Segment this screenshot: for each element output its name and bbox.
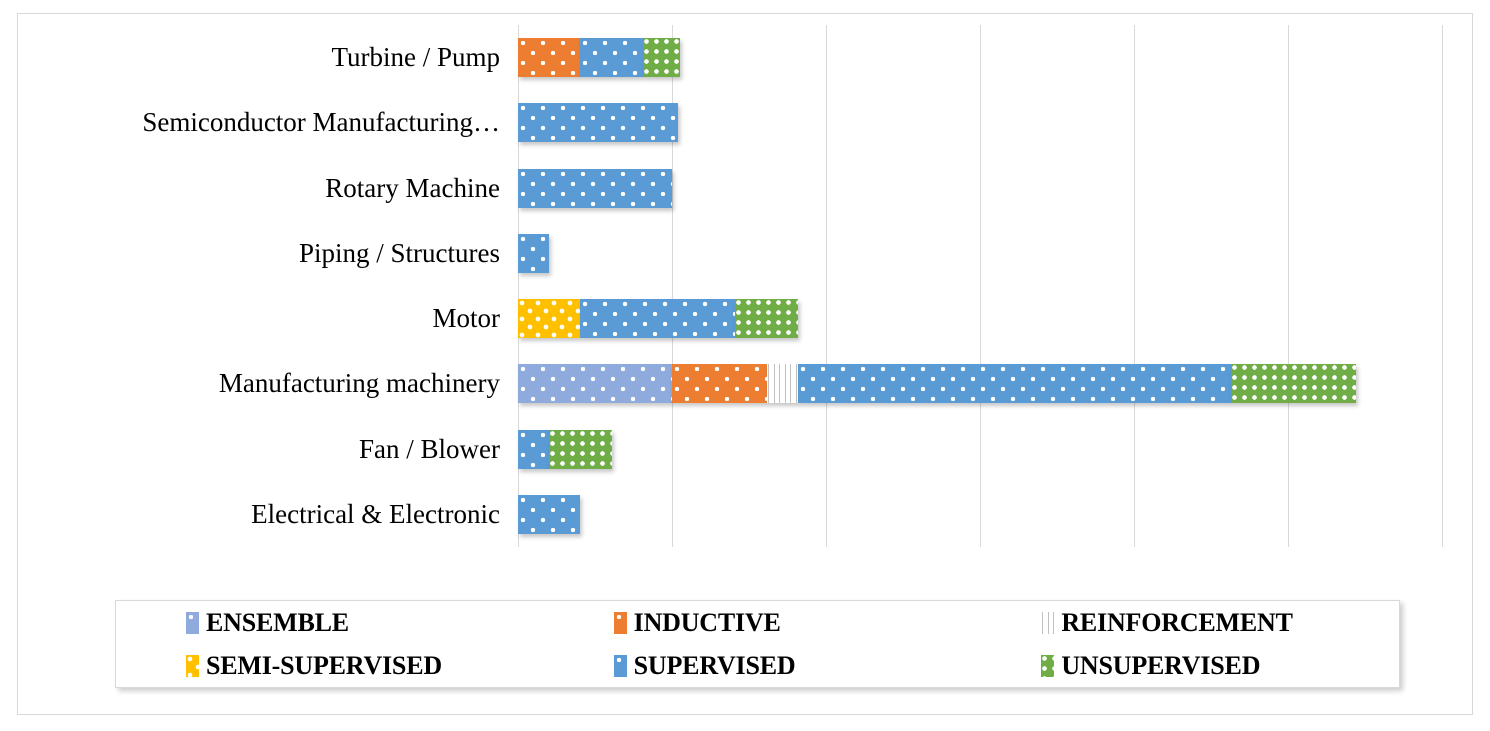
gridline-2 bbox=[826, 25, 827, 547]
category-row: Electrical & Electronic bbox=[251, 482, 1442, 547]
legend-swatch-icon bbox=[613, 611, 627, 634]
gridline-6 bbox=[1442, 25, 1443, 547]
legend-item-supervised[interactable]: SUPERVISED bbox=[544, 651, 972, 681]
stacked-bar bbox=[518, 38, 1442, 77]
legend-label: REINFORCEMENT bbox=[1061, 607, 1293, 637]
stacked-bar bbox=[518, 233, 1442, 273]
bar-segment-supervised[interactable] bbox=[518, 429, 549, 469]
legend-swatch-icon bbox=[1041, 654, 1055, 677]
legend-item-reinforcement[interactable]: REINFORCEMENT bbox=[971, 608, 1399, 638]
legend-item-inductive[interactable]: INDUCTIVE bbox=[544, 608, 972, 638]
category-row: Turbine / Pump bbox=[331, 25, 1442, 90]
bar-segment-unsupervised[interactable] bbox=[1231, 364, 1356, 404]
legend-label: ENSEMBLE bbox=[206, 607, 349, 637]
gridline-1 bbox=[672, 25, 673, 547]
legend-swatch-icon bbox=[186, 611, 199, 634]
bar-segment-unsupervised[interactable] bbox=[548, 429, 612, 469]
category-label: Rotary Machine bbox=[325, 172, 500, 203]
legend-swatch-icon bbox=[1041, 611, 1055, 634]
category-label: Fan / Blower bbox=[359, 433, 500, 464]
category-label: Electrical & Electronic bbox=[251, 498, 500, 529]
bar-segment-supervised[interactable] bbox=[518, 103, 679, 143]
legend-item-unsupervised[interactable]: UNSUPERVISED bbox=[971, 651, 1399, 681]
stacked-bar bbox=[518, 364, 1442, 404]
bar-segment-semi-supervised[interactable] bbox=[518, 299, 580, 338]
bar-segment-supervised[interactable] bbox=[518, 168, 672, 208]
legend-item-semi-supervised[interactable]: SEMI-SUPERVISED bbox=[116, 651, 544, 681]
stacked-bar bbox=[518, 494, 1442, 534]
stacked-bar bbox=[518, 103, 1442, 143]
category-row: Rotary Machine bbox=[325, 156, 1442, 221]
bar-segment-supervised[interactable] bbox=[579, 38, 643, 77]
bar-segment-unsupervised[interactable] bbox=[735, 299, 799, 338]
category-label: Piping / Structures bbox=[299, 237, 500, 268]
bar-segment-inductive[interactable] bbox=[672, 364, 768, 404]
stacked-bar bbox=[518, 429, 1442, 469]
gridline-4 bbox=[1134, 25, 1135, 547]
value-axis-line bbox=[518, 25, 519, 547]
gridline-3 bbox=[980, 25, 981, 547]
category-row: Manufacturing machinery bbox=[219, 351, 1442, 416]
category-row: Fan / Blower bbox=[359, 417, 1442, 482]
legend-item-ensemble[interactable]: ENSEMBLE bbox=[116, 608, 544, 638]
bar-segment-ensemble[interactable] bbox=[518, 364, 672, 404]
legend-label: UNSUPERVISED bbox=[1061, 650, 1261, 680]
stacked-bar bbox=[518, 299, 1442, 338]
chart-legend: ENSEMBLE INDUCTIVE REINFORCEMENT SEMI-SUPER… bbox=[115, 600, 1400, 688]
legend-label: SUPERVISED bbox=[633, 650, 796, 680]
category-label: Semiconductor Manufacturing… bbox=[142, 107, 500, 138]
legend-swatch-icon bbox=[613, 654, 627, 677]
category-label: Turbine / Pump bbox=[331, 42, 500, 72]
bar-segment-supervised[interactable] bbox=[579, 299, 736, 338]
category-row: Motor bbox=[433, 286, 1442, 351]
bar-segment-supervised[interactable] bbox=[798, 364, 1231, 404]
category-label: Manufacturing machinery bbox=[218, 368, 500, 399]
bar-segment-unsupervised[interactable] bbox=[642, 38, 680, 77]
bar-segment-supervised[interactable] bbox=[518, 494, 580, 534]
bar-segment-inductive[interactable] bbox=[518, 38, 580, 77]
bar-segment-reinforcement[interactable] bbox=[767, 364, 799, 404]
legend-swatch-icon bbox=[186, 654, 199, 677]
legend-label: SEMI-SUPERVISED bbox=[206, 650, 442, 680]
category-row: Semiconductor Manufacturing… bbox=[142, 90, 1442, 155]
stacked-bar bbox=[518, 168, 1442, 208]
gridline-5 bbox=[1288, 25, 1289, 547]
category-row: Piping / Structures bbox=[299, 221, 1442, 286]
category-label: Motor bbox=[432, 303, 501, 333]
bar-segment-supervised[interactable] bbox=[518, 233, 549, 273]
legend-label: INDUCTIVE bbox=[633, 607, 781, 637]
